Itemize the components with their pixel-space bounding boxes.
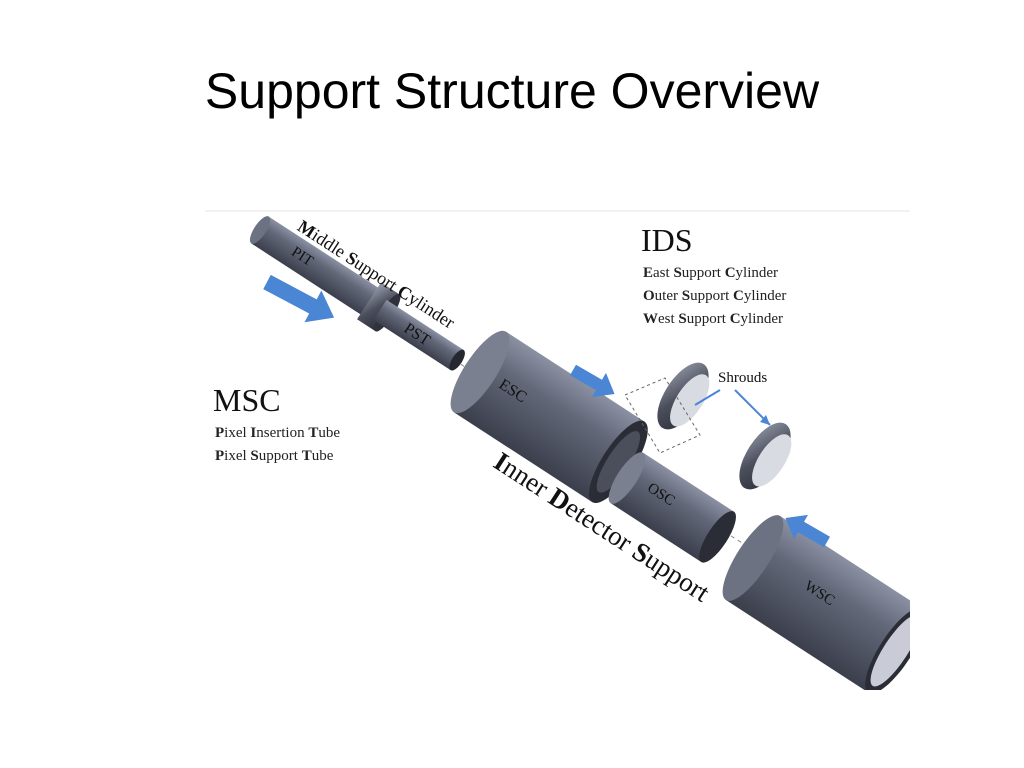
shroud-guide-1 [624, 377, 701, 454]
slide-title: Support Structure Overview [204, 63, 820, 119]
pst-tube [373, 299, 465, 371]
support-structure-diagram: IDS East Support Cylinder Outer Support … [205, 210, 910, 690]
esc-cylinder [450, 330, 648, 504]
wsc-cylinder [722, 515, 910, 690]
msc-legend-item: Pixel Support Tube [215, 448, 334, 464]
shroud-1 [657, 362, 710, 430]
insertion-arrow-1 [263, 274, 335, 323]
shroud-2 [739, 422, 792, 490]
ids-legend: East Support Cylinder Outer Support Cyli… [643, 262, 786, 331]
osc-cylinder [608, 452, 736, 563]
msc-heading: MSC [213, 382, 281, 418]
insertion-arrow-3 [785, 514, 830, 548]
insertion-arrow-2 [570, 364, 615, 398]
shrouds-label: Shrouds [718, 370, 768, 386]
msc-legend: Pixel Insertion Tube Pixel Support Tube [215, 422, 340, 468]
shroud-pointer-1 [694, 389, 721, 406]
diagram-drawing [205, 210, 910, 690]
ids-heading: IDS [641, 222, 693, 258]
msc-legend-item: Pixel Insertion Tube [215, 425, 341, 441]
ids-legend-item: West Support Cylinder [643, 311, 784, 327]
ids-legend-item: Outer Support Cylinder [643, 288, 787, 304]
ids-legend-item: East Support Cylinder [643, 265, 779, 281]
